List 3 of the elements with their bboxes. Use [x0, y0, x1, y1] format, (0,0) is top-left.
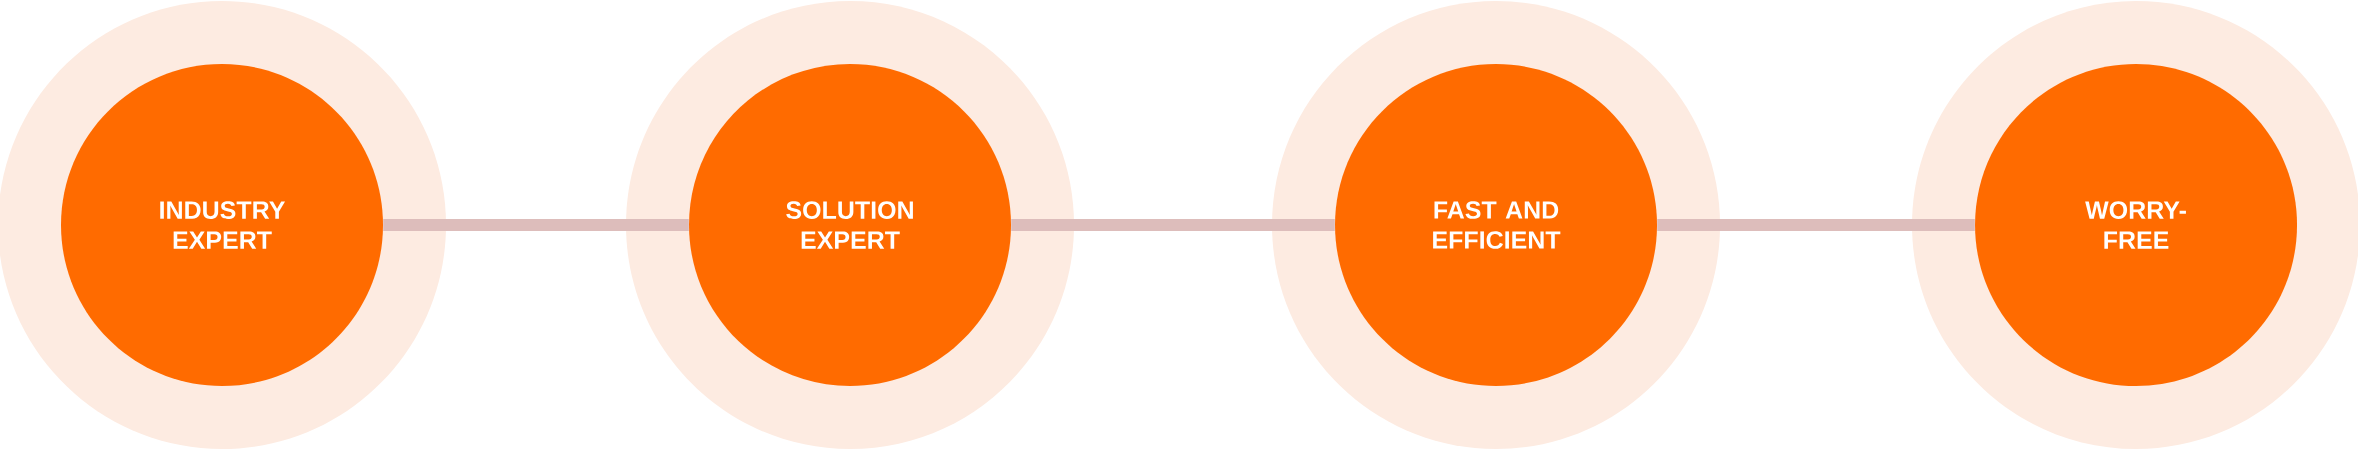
connector-line [1657, 219, 1975, 231]
connector-line [383, 219, 689, 231]
connector-line [1011, 219, 1335, 231]
